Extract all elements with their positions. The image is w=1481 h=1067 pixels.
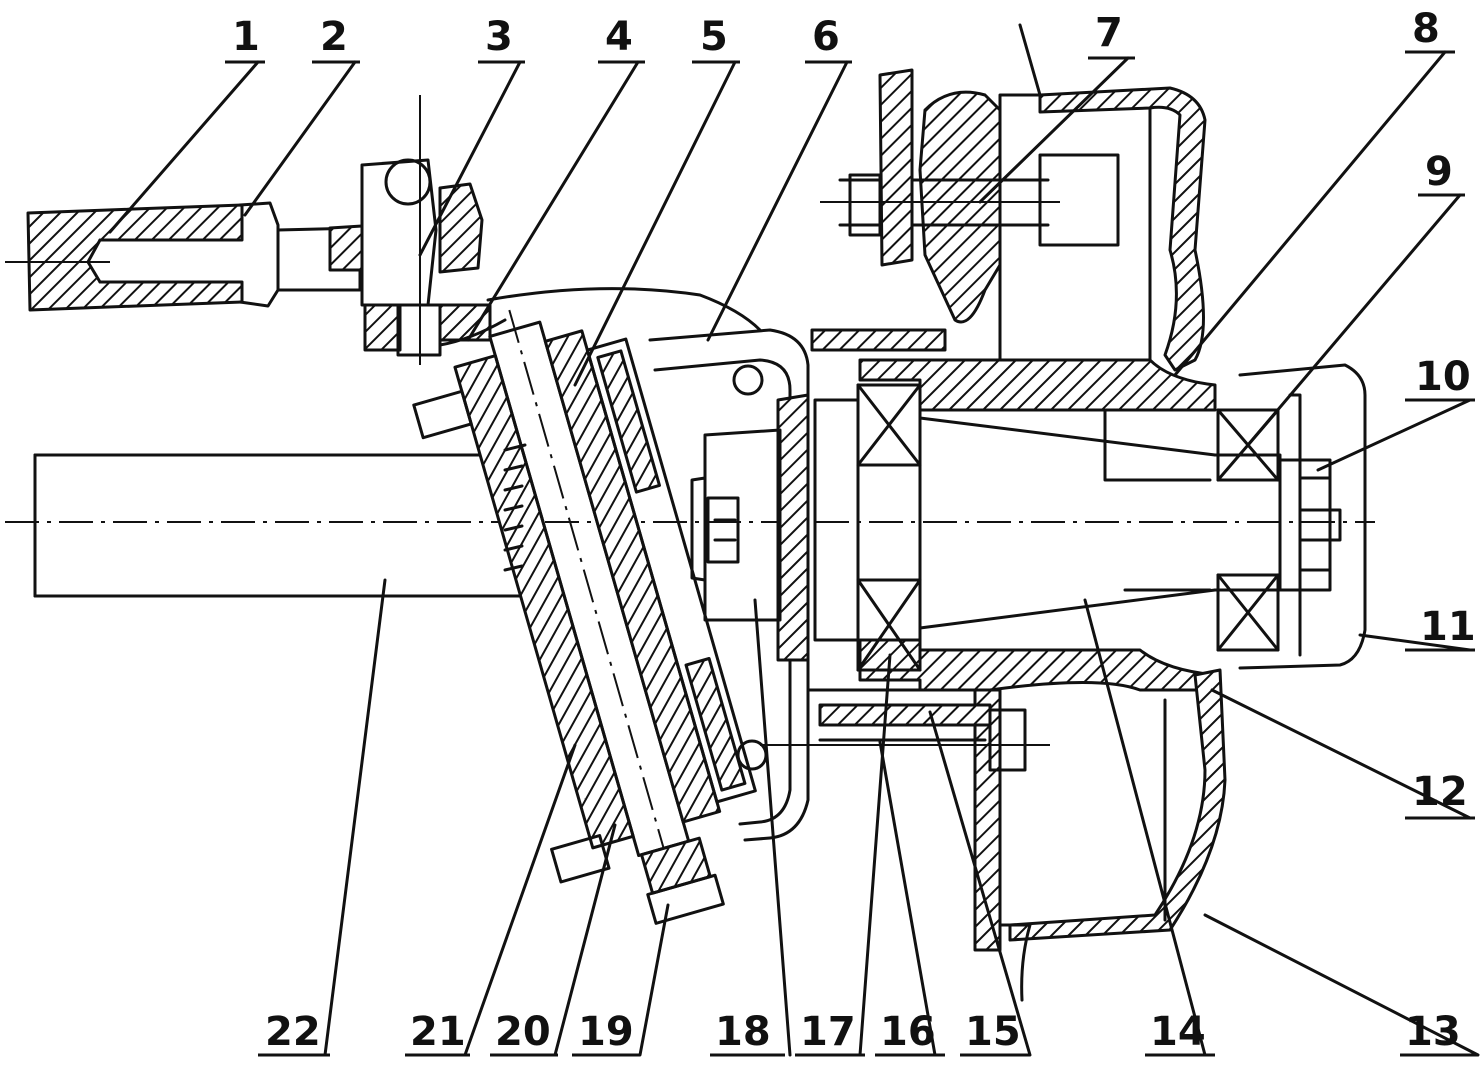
- wheel-cylinder: [820, 68, 1120, 324]
- spindle-nut: [690, 428, 782, 622]
- callout-4: 4: [605, 14, 633, 60]
- callout-14: 14: [1150, 1009, 1206, 1055]
- lower-bolt: [760, 688, 1050, 772]
- callout-19: 19: [578, 1009, 634, 1055]
- callout-21: 21: [410, 1009, 466, 1055]
- inner-bearing: [856, 383, 922, 672]
- seal-lines: [503, 443, 527, 572]
- callout-12: 12: [1412, 769, 1468, 815]
- axle-shaft: [5, 453, 1375, 598]
- callout-15: 15: [965, 1009, 1021, 1055]
- callout-20: 20: [495, 1009, 551, 1055]
- leader-lines: [108, 50, 1480, 1057]
- callout-5: 5: [700, 14, 728, 60]
- callout-7: 7: [1095, 10, 1123, 56]
- callout-numbers: 1 2 3 4 5 6 7 8 9 10 11 12 13 14 15 16 1…: [225, 6, 1478, 1057]
- callout-8: 8: [1412, 6, 1440, 52]
- callout-18: 18: [715, 1009, 771, 1055]
- callout-9: 9: [1425, 149, 1453, 195]
- callout-2: 2: [320, 14, 348, 60]
- callout-11: 11: [1420, 604, 1476, 650]
- spindle: [918, 416, 1282, 630]
- callout-3: 3: [485, 14, 513, 60]
- callout-6: 6: [812, 14, 840, 60]
- kingpin-assembly: [412, 309, 757, 925]
- callout-10: 10: [1415, 354, 1471, 400]
- callout-22: 22: [265, 1009, 321, 1055]
- wheel-hub: [858, 358, 1217, 692]
- callout-16: 16: [880, 1009, 936, 1055]
- backing-plate-top: [998, 23, 1207, 372]
- brake-drum: [973, 668, 1227, 1002]
- hub-cap: [1238, 363, 1367, 670]
- callout-13: 13: [1405, 1009, 1461, 1055]
- callout-17: 17: [800, 1009, 856, 1055]
- callout-1: 1: [232, 14, 260, 60]
- ball-joint: [360, 95, 492, 365]
- tie-rod: [5, 201, 364, 312]
